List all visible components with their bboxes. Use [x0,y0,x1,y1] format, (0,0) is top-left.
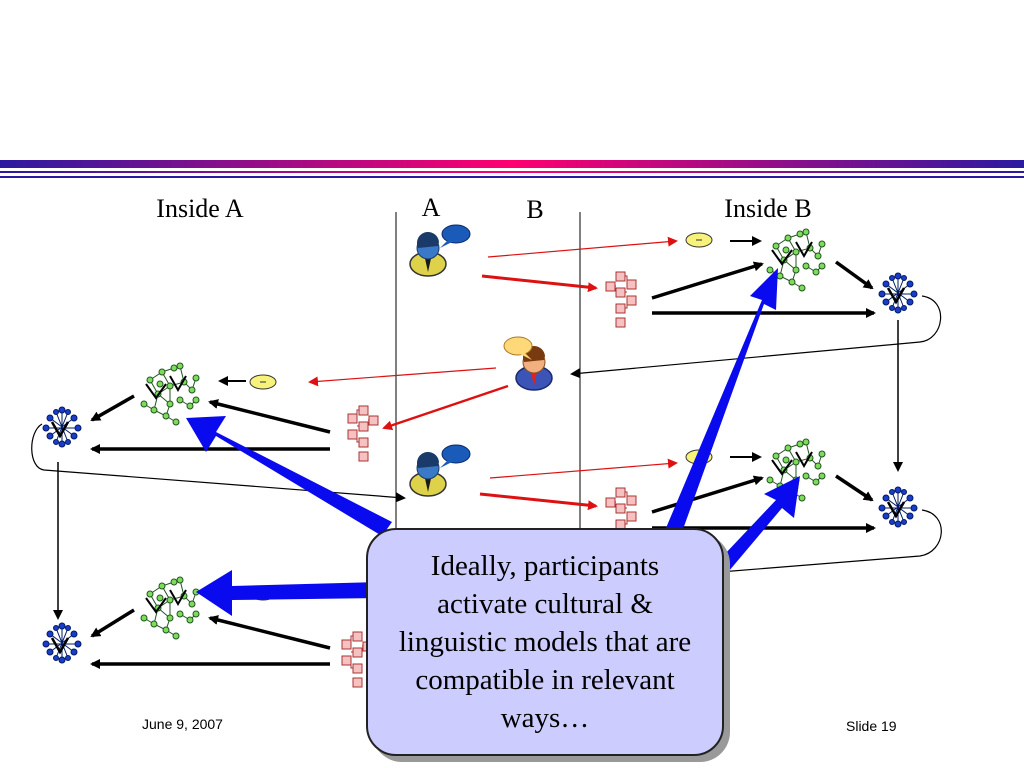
header-rule [0,160,1024,178]
header-inside-a: Inside A [156,194,244,223]
callout-text: Ideally, participants activate cultural … [398,550,692,734]
header-a: A [422,193,441,222]
callout-box: Ideally, participants activate cultural … [366,528,724,756]
hierarchy-icon [347,405,379,462]
token-icon [249,374,277,390]
person-speaking-icon [409,444,471,497]
person-speaking-icon [503,336,553,391]
hierarchy-icon [605,271,637,328]
token-icon [685,232,713,248]
cluster-icon [41,621,83,665]
big-arrows [186,268,800,616]
concept-network-icon [140,576,200,640]
footer-slide-number: Slide 19 [846,718,897,734]
cluster-icon [41,405,83,449]
person-speaking-icon [409,224,471,277]
concept-network-icon [140,362,200,426]
footer-date: June 9, 2007 [142,716,223,732]
cluster-icon [877,271,919,315]
cluster-icon [877,485,919,529]
header-inside-b: Inside B [724,194,811,223]
header-b: B [526,195,543,224]
